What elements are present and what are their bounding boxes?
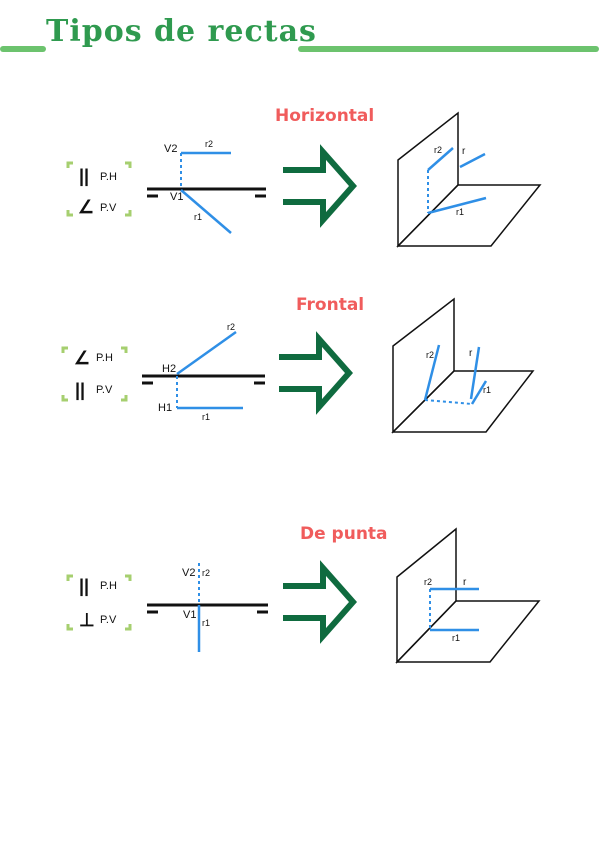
bracket-corner <box>61 395 68 402</box>
label-v1: V1 <box>183 609 196 621</box>
label-r2: r2 <box>227 322 235 332</box>
label-r2: r2 <box>424 577 432 587</box>
label-r: r <box>469 348 473 359</box>
label-h2: H2 <box>162 363 176 375</box>
label-r1: r1 <box>194 212 202 222</box>
label-r: r <box>462 146 466 157</box>
arrow-right <box>283 568 353 636</box>
view3d-frontal: r2 r r1 <box>391 297 535 434</box>
section-title-frontal: Frontal <box>296 295 365 315</box>
plane-label: P.H <box>96 352 113 364</box>
bracket-corner <box>121 346 128 353</box>
projection-line-dashed <box>424 399 473 405</box>
label-r1: r1 <box>202 618 210 628</box>
section-frontal: ∠ P.H || P.V H2 r2 H1 r1 r2 r r <box>61 297 535 434</box>
vertical-plane <box>392 297 455 434</box>
conditions-box-de-punta: || P.H ⊥ P.V <box>66 574 132 631</box>
bracket-corner <box>61 346 68 353</box>
plane-label: P.V <box>100 202 117 214</box>
label-v1: V1 <box>170 191 183 203</box>
conditions-box-horizontal: || P.H ∠ P.V <box>66 161 132 217</box>
bracket-corner <box>66 210 73 217</box>
label-r2: r2 <box>426 350 434 360</box>
section-de-punta: || P.H ⊥ P.V V2 r2 V1 r1 r2 r r1 <box>66 527 541 664</box>
line-r1 <box>470 380 488 405</box>
line-r1 <box>180 189 232 234</box>
line-r <box>459 152 486 169</box>
title-bar-right <box>298 46 599 52</box>
plane-label: P.V <box>96 384 113 396</box>
parallel-symbol: || <box>79 576 89 596</box>
bracket-corner <box>121 395 128 402</box>
plane-label: P.H <box>100 171 117 183</box>
bracket-corner <box>66 574 73 581</box>
view3d-horizontal: r2 r r1 <box>396 111 542 248</box>
page-title: Tipos de rectas <box>46 14 317 49</box>
label-r2: r2 <box>434 145 442 155</box>
bracket-corner <box>125 574 132 581</box>
label-v2: V2 <box>182 567 195 579</box>
horizontal-plane <box>395 600 541 663</box>
vertical-plane <box>397 111 459 248</box>
title-banner: Tipos de rectas <box>0 14 599 58</box>
line-r1 <box>427 196 487 215</box>
line-r2 <box>427 147 454 171</box>
parallel-symbol: || <box>79 166 89 186</box>
section-title-de-punta: De punta <box>300 524 388 544</box>
angle-symbol: ∠ <box>74 348 90 368</box>
vertical-plane <box>396 527 457 664</box>
projection-de-punta: V2 r2 V1 r1 <box>147 563 268 652</box>
plane-label: P.H <box>100 580 117 592</box>
angle-symbol: ∠ <box>78 197 94 217</box>
bracket-corner <box>125 210 132 217</box>
horizontal-plane <box>396 184 542 247</box>
title-bar-left <box>0 46 46 52</box>
horizontal-plane <box>391 370 535 433</box>
parallel-symbol: || <box>75 380 85 400</box>
line-r <box>469 346 481 400</box>
label-r: r <box>463 577 467 588</box>
section-horizontal: || P.H ∠ P.V V2 r2 V1 r1 r2 <box>66 111 542 248</box>
label-r1: r1 <box>452 633 460 643</box>
label-r2: r2 <box>205 139 213 149</box>
line-r2 <box>423 344 441 401</box>
perpendicular-symbol: ⊥ <box>79 610 95 630</box>
arrow-right <box>279 339 349 407</box>
label-v2: V2 <box>164 143 177 155</box>
label-r1: r1 <box>483 385 491 395</box>
conditions-box-frontal: ∠ P.H || P.V <box>61 346 128 402</box>
bracket-corner <box>66 624 73 631</box>
line-r2 <box>176 330 237 376</box>
label-r2: r2 <box>202 568 210 578</box>
label-h1: H1 <box>158 402 172 414</box>
view3d-de-punta: r2 r r1 <box>395 527 541 664</box>
section-title-horizontal: Horizontal <box>275 106 375 126</box>
bracket-corner <box>66 161 73 168</box>
projection-frontal: H2 r2 H1 r1 <box>142 322 265 422</box>
bracket-corner <box>125 161 132 168</box>
arrow-right <box>283 152 353 220</box>
bracket-corner <box>125 624 132 631</box>
label-r1: r1 <box>202 412 210 422</box>
projection-horizontal: V2 r2 V1 r1 <box>147 139 266 234</box>
plane-label: P.V <box>100 614 117 626</box>
label-r1: r1 <box>456 207 464 217</box>
